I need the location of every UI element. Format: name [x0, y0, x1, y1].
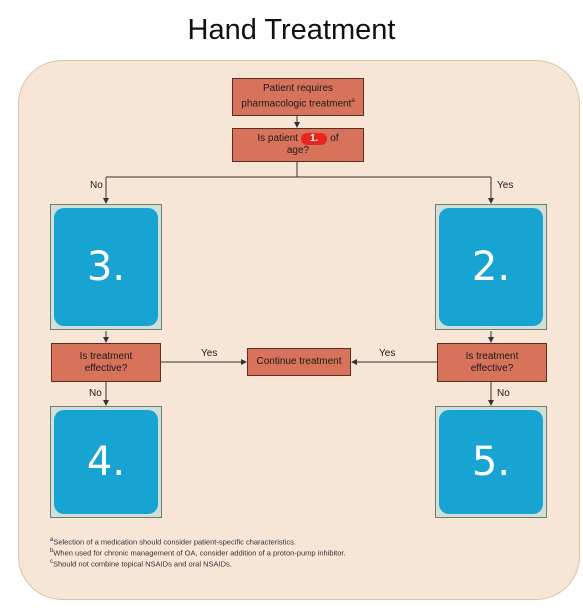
start-node-line1: Patient requires	[262, 83, 334, 95]
placeholder-box-4: 4.	[54, 410, 158, 514]
branch-label-yes-right: Yes	[379, 348, 396, 359]
footnote-mark: c	[50, 559, 53, 565]
start-node-line2: pharmacologic treatment	[241, 98, 352, 110]
age-node-pre: Is patient	[257, 133, 298, 144]
redaction-mark: 1.	[300, 133, 328, 145]
branch-label-no: No	[90, 180, 103, 191]
footnote-marker: a	[351, 98, 355, 105]
age-node-post: of	[330, 133, 339, 144]
footnote-text: Selection of a medication should conside…	[53, 537, 296, 547]
footnote-mark: b	[50, 548, 54, 554]
placeholder-box-2: 2.	[439, 208, 543, 326]
effective-right-line1: Is treatment	[465, 350, 519, 362]
footnote-text: When used for chronic management of OA, …	[53, 548, 346, 558]
effective-right-node: Is treatment effective?	[437, 343, 547, 382]
effective-left-line2: effective?	[84, 362, 128, 374]
branch-label-no-left: No	[89, 388, 102, 399]
age-node-line2: age?	[286, 145, 310, 156]
placeholder-frame-2: 2.	[435, 204, 547, 330]
footnote: bWhen used for chronic management of OA,…	[50, 548, 346, 558]
branch-label-yes-left: Yes	[201, 348, 218, 359]
branch-label-no-right: No	[497, 388, 510, 399]
footnote-mark: a	[50, 537, 54, 543]
placeholder-frame-5: 5.	[435, 406, 547, 518]
continue-treatment-node: Continue treatment	[247, 348, 351, 376]
placeholder-frame-3: 3.	[50, 204, 162, 330]
footnote: aSelection of a medication should consid…	[50, 537, 296, 547]
effective-left-line1: Is treatment	[79, 350, 133, 362]
footnote-text: Should not combine topical NSAIDs and or…	[53, 559, 232, 569]
footnote: cShould not combine topical NSAIDs and o…	[50, 559, 232, 569]
page-title: Hand Treatment	[187, 14, 396, 46]
effective-left-node: Is treatment effective?	[51, 343, 161, 382]
placeholder-frame-4: 4.	[50, 406, 162, 518]
placeholder-box-3: 3.	[54, 208, 158, 326]
start-node: Patient requires pharmacologic treatment…	[232, 78, 364, 116]
placeholder-box-5: 5.	[439, 410, 543, 514]
effective-right-line2: effective?	[470, 362, 514, 374]
branch-label-yes: Yes	[497, 180, 514, 191]
